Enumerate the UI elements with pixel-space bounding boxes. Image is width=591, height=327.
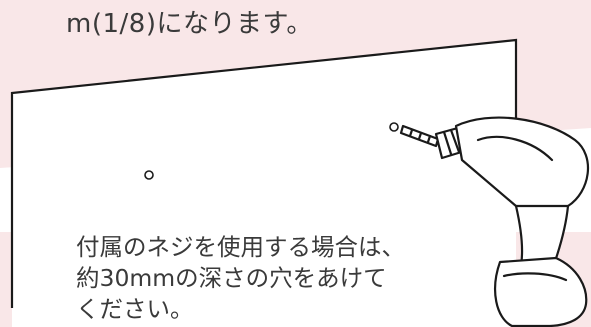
note-line: 約30mmの深さの穴をあけて [76, 264, 387, 292]
screw-hole-icon [144, 170, 154, 180]
drill-icon [399, 116, 590, 327]
screw-hole-icon [389, 122, 399, 132]
wall-outline [10, 38, 518, 308]
note-line: 付属のネジを使用する場合は、 [76, 233, 405, 261]
screw-note: 付属のネジを使用する場合は、 約30mmの深さの穴をあけて ください。 [76, 232, 405, 325]
header-text: m(1/8)になります。 [66, 9, 313, 39]
wall-panel [12, 40, 516, 327]
note-line: ください。 [76, 295, 194, 323]
